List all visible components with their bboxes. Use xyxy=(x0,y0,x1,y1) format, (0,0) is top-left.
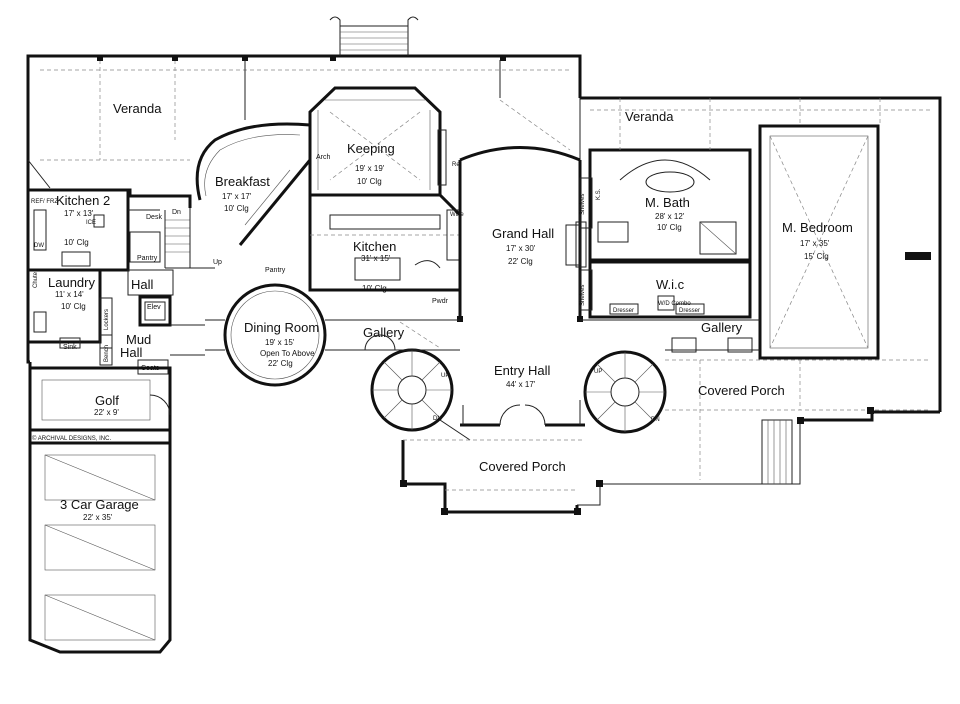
sink-label: Sink xyxy=(63,344,77,351)
dn-label: Dn xyxy=(172,209,181,216)
m-bath-clg: 10' Clg xyxy=(657,223,682,232)
wic-label: W.i.c xyxy=(656,277,685,292)
hall-label: Hall xyxy=(131,277,154,292)
veranda-right-label: Veranda xyxy=(625,109,674,124)
exterior-walls xyxy=(26,54,942,654)
covered-porch-front-label: Covered Porch xyxy=(479,459,566,474)
room-labels: Veranda Kitchen 2 17' x 13' 10' Clg Brea… xyxy=(48,101,853,522)
wic-walls xyxy=(579,260,752,319)
stair-left-up-label: UP xyxy=(441,373,449,379)
kitchen2-label: Kitchen 2 xyxy=(56,193,110,208)
kitchen2-dim: 17' x 13' xyxy=(64,209,94,218)
m-bedroom-dim: 17' x 35' xyxy=(800,239,830,248)
chute-label: Chute xyxy=(33,271,39,288)
pantry-kitchen-label: Pantry xyxy=(265,267,286,274)
m-bath-walls xyxy=(579,148,752,262)
ref-frz-label: REF/ FRZ xyxy=(31,199,58,205)
gallery-center-walls xyxy=(345,319,460,351)
m-bath-label: M. Bath xyxy=(645,195,690,210)
garage-walls xyxy=(30,441,170,641)
veranda-right-area xyxy=(590,98,930,150)
dresser-left-label: Dresser xyxy=(613,308,634,314)
coats-label: Coats xyxy=(141,365,160,372)
covered-porch-right-area xyxy=(665,359,930,485)
kitchen-clg: 10' Clg xyxy=(362,284,387,293)
rear-steps xyxy=(329,16,419,56)
m-bedroom-label: M. Bedroom xyxy=(782,220,853,235)
kitchen-dim: 31' x 15' xyxy=(361,254,391,263)
kitchen-label: Kitchen xyxy=(353,239,396,254)
ref-label: Ref xyxy=(452,162,462,168)
covered-porch-front-area xyxy=(400,439,603,515)
entry-hall-walls xyxy=(460,400,585,427)
dining-room-dim: 19' x 15' xyxy=(265,338,295,347)
lockers-label: Lockers xyxy=(104,309,110,330)
laundry-label: Laundry xyxy=(48,275,95,290)
right-spiral-stair xyxy=(583,350,667,434)
laundry-walls xyxy=(26,268,113,349)
stair-right-dn-label: DN xyxy=(651,417,660,423)
stair-right-up-label: UP xyxy=(594,369,602,375)
bench-label: Bench xyxy=(104,345,110,362)
breakfast-walls xyxy=(195,122,312,246)
covered-porch-right-label: Covered Porch xyxy=(698,383,785,398)
grand-hall-label: Grand Hall xyxy=(492,226,554,241)
arch-label: Arch xyxy=(316,154,331,161)
garage-dim: 22' x 35' xyxy=(83,513,113,522)
left-spiral-stair xyxy=(370,348,471,441)
mud-hall-label-line2: Hall xyxy=(120,345,143,360)
m-bath-dim: 28' x 12' xyxy=(655,212,685,221)
golf-dim: 22' x 9' xyxy=(94,408,119,417)
keeping-dim: 19' x 19' xyxy=(355,164,385,173)
hall-walls xyxy=(99,269,205,375)
gallery-right-walls xyxy=(580,319,760,353)
copyright-label: © ARCHIVAL DESIGNS, INC. xyxy=(32,435,111,442)
ks-label: K.S. xyxy=(596,188,602,200)
dining-room-label: Dining Room xyxy=(244,320,319,335)
ice-label: ICE xyxy=(86,220,96,226)
keeping-clg: 10' Clg xyxy=(357,177,382,186)
dining-room-walls xyxy=(205,283,345,387)
breakfast-clg: 10' Clg xyxy=(224,204,249,213)
breakfast-dim: 17' x 17' xyxy=(222,192,252,201)
dining-room-clg: 22' Clg xyxy=(268,359,293,368)
grand-hall-clg: 22' Clg xyxy=(508,257,533,266)
desk-label: Desk xyxy=(146,214,162,221)
veranda-left-label: Veranda xyxy=(113,101,162,116)
dresser-right-label: Dresser xyxy=(679,308,700,314)
pantry-kitchen2-label: Pantry xyxy=(137,255,158,262)
dw-label: DW xyxy=(34,243,44,249)
entry-hall-dim: 44' x 17' xyxy=(506,380,536,389)
golf-label: Golf xyxy=(95,393,119,408)
entry-hall-label: Entry Hall xyxy=(494,363,550,378)
golf-walls xyxy=(28,366,172,432)
garage-label: 3 Car Garage xyxy=(60,497,139,512)
m-bedroom-clg: 15' Clg xyxy=(804,252,829,261)
elev-label: Elev xyxy=(147,304,161,311)
gallery-center-label: Gallery xyxy=(363,325,405,340)
shelves-upper-label: Shelves xyxy=(580,194,586,215)
breakfast-label: Breakfast xyxy=(215,174,270,189)
laundry-clg: 10' Clg xyxy=(61,302,86,311)
wine-label: Wine xyxy=(450,212,464,218)
dining-room-note: Open To Above xyxy=(260,349,315,358)
mud-hall-label-line1: Mud xyxy=(126,332,151,347)
gallery-right-label: Gallery xyxy=(701,320,743,335)
shelves-lower-label: Shelves xyxy=(580,285,586,306)
kitchen2-clg: 10' Clg xyxy=(64,238,89,247)
stair-left-dn-label: DN xyxy=(433,416,442,422)
pwdr-label: Pwdr xyxy=(432,298,449,305)
laundry-dim: 11' x 14' xyxy=(55,290,84,299)
keeping-label: Keeping xyxy=(347,141,395,156)
grand-hall-dim: 17' x 30' xyxy=(506,244,536,253)
wd-combo-label: W/D Combo xyxy=(658,301,691,307)
veranda-left-area xyxy=(40,55,571,161)
up-label: Up xyxy=(213,259,222,266)
fixture-labels: Desk Dn Up Pantry Pantry Arch Elev Locke… xyxy=(31,154,700,442)
m-bedroom-walls xyxy=(758,124,931,360)
